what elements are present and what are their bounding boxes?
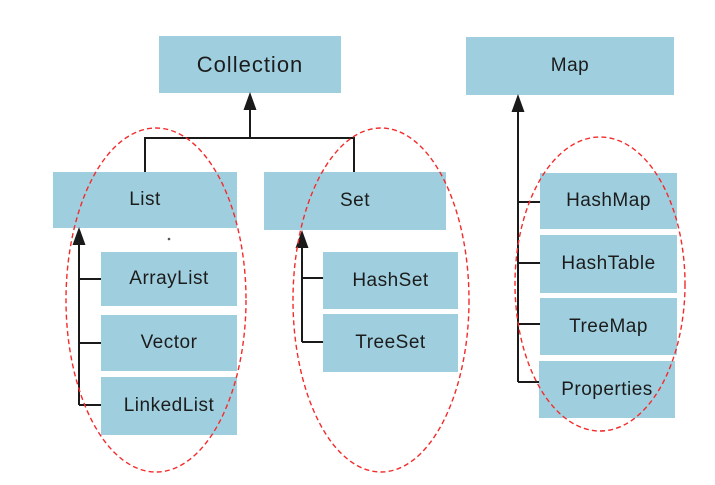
node-properties-label: Properties bbox=[561, 378, 653, 400]
node-linkedlist: LinkedList bbox=[101, 377, 237, 435]
map-arrowhead-icon bbox=[511, 94, 525, 112]
set-arrowhead-icon bbox=[295, 230, 309, 248]
node-set: Set bbox=[264, 172, 446, 230]
node-map-label: Map bbox=[550, 55, 590, 76]
node-hashtable-label: HashTable bbox=[561, 253, 656, 274]
node-vector-label: Vector bbox=[140, 332, 198, 353]
node-arraylist-label: ArrayList bbox=[129, 268, 209, 289]
node-hashmap: HashMap bbox=[540, 173, 677, 229]
node-treemap: TreeMap bbox=[540, 298, 677, 355]
node-vector: Vector bbox=[101, 315, 237, 371]
collection-children-connector bbox=[144, 137, 355, 172]
node-linkedlist-label: LinkedList bbox=[123, 395, 215, 416]
node-list-label: List bbox=[129, 189, 161, 210]
node-collection: Collection bbox=[159, 36, 341, 93]
node-treeset-label: TreeSet bbox=[355, 332, 426, 353]
node-treemap-label: TreeMap bbox=[569, 315, 648, 337]
node-treeset: TreeSet bbox=[323, 314, 458, 372]
node-map: Map bbox=[466, 37, 674, 95]
node-properties: Properties bbox=[539, 361, 675, 418]
list-arrowhead-icon bbox=[72, 227, 86, 245]
node-hashmap-label: HashMap bbox=[566, 190, 651, 211]
stray-mark bbox=[167, 237, 171, 241]
node-hashset-label: HashSet bbox=[352, 269, 429, 291]
node-list: List bbox=[53, 172, 237, 228]
node-hashtable: HashTable bbox=[540, 235, 677, 293]
node-set-label: Set bbox=[339, 190, 371, 211]
collection-arrowhead-icon bbox=[243, 92, 257, 110]
node-collection-label: Collection bbox=[196, 51, 304, 77]
node-hashset: HashSet bbox=[323, 252, 458, 309]
node-arraylist: ArrayList bbox=[101, 252, 237, 306]
